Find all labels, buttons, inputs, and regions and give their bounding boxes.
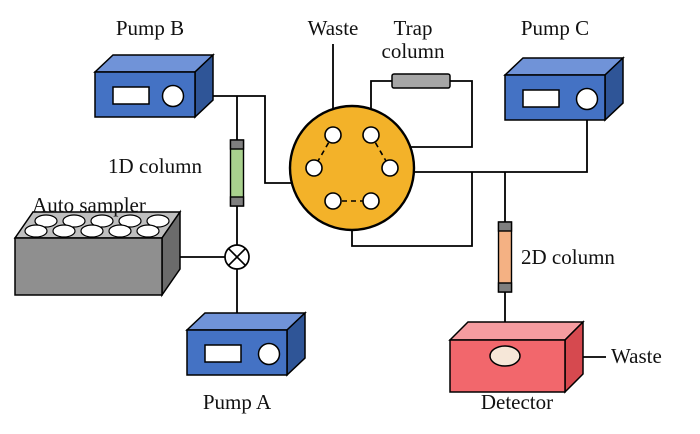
pump-b-display xyxy=(112,86,150,105)
valve-body xyxy=(288,104,416,232)
vial xyxy=(34,214,58,228)
valve-port-bottom-left xyxy=(324,192,342,210)
vial xyxy=(136,224,160,238)
column-2d-cap-bottom xyxy=(497,282,513,293)
auto-sampler-box xyxy=(13,209,182,298)
valve-port-top-left xyxy=(324,126,342,144)
tubing-lines xyxy=(180,44,606,358)
pump-a-label: Pump A xyxy=(202,390,272,414)
switching-valve xyxy=(288,104,416,232)
vial xyxy=(62,214,86,228)
mixer-cross-2 xyxy=(228,248,246,266)
valve-ports xyxy=(305,126,399,210)
detector-label: Detector xyxy=(480,390,554,414)
vial xyxy=(90,214,114,228)
valve-port-top-right xyxy=(362,126,380,144)
pump-a-inlet xyxy=(257,342,281,366)
pump-c-top-face xyxy=(503,57,625,76)
waste-right-label: Waste xyxy=(611,344,662,368)
pump-a-box xyxy=(185,311,307,377)
vial xyxy=(24,224,48,238)
detector-top-face xyxy=(448,321,585,341)
pump-a-top-face xyxy=(185,312,307,331)
pump-a-display xyxy=(204,344,242,363)
vial xyxy=(52,224,76,238)
column-1d-label: 1D column xyxy=(108,154,202,178)
waste-top-label: Waste xyxy=(307,16,359,40)
pump-b-box xyxy=(93,53,215,119)
column-1d xyxy=(229,139,245,207)
pump-b-outlet xyxy=(161,84,185,108)
vial xyxy=(146,214,170,228)
column-1d-cap-top xyxy=(229,139,245,150)
valve-bottom-tube xyxy=(351,172,473,247)
column-2d-cap-top xyxy=(497,221,513,232)
trap-column-tube xyxy=(370,80,473,148)
column-1d-cap-bottom xyxy=(229,196,245,207)
column-2d-label: 2D column xyxy=(521,245,615,269)
valve-port-left xyxy=(305,159,323,177)
auto-sampler-vials xyxy=(24,214,170,238)
pump-c-outlet xyxy=(575,87,599,111)
column-1d-body xyxy=(229,139,245,207)
detector-flow-cell xyxy=(489,345,521,367)
pump-c-box xyxy=(503,56,625,122)
pump-b-tube xyxy=(183,95,293,184)
detector-box xyxy=(448,320,585,394)
vial xyxy=(108,224,132,238)
valve-port-right xyxy=(381,159,399,177)
vial xyxy=(118,214,142,228)
pump-c-label: Pump C xyxy=(520,16,590,40)
pump-b-label: Pump B xyxy=(115,16,185,40)
auto-sampler-label: Auto sampler xyxy=(32,193,146,217)
mixer-tee xyxy=(224,244,250,270)
auto-sampler-front-face xyxy=(14,237,163,296)
valve-port-bottom-right xyxy=(362,192,380,210)
trap-column-label: Trap column xyxy=(381,16,445,63)
pump-b-top-face xyxy=(93,54,215,73)
vial xyxy=(80,224,104,238)
trap-column xyxy=(391,73,451,89)
column-2d-body xyxy=(497,221,513,293)
pump-c-display xyxy=(522,89,560,108)
column-2d xyxy=(497,221,513,293)
